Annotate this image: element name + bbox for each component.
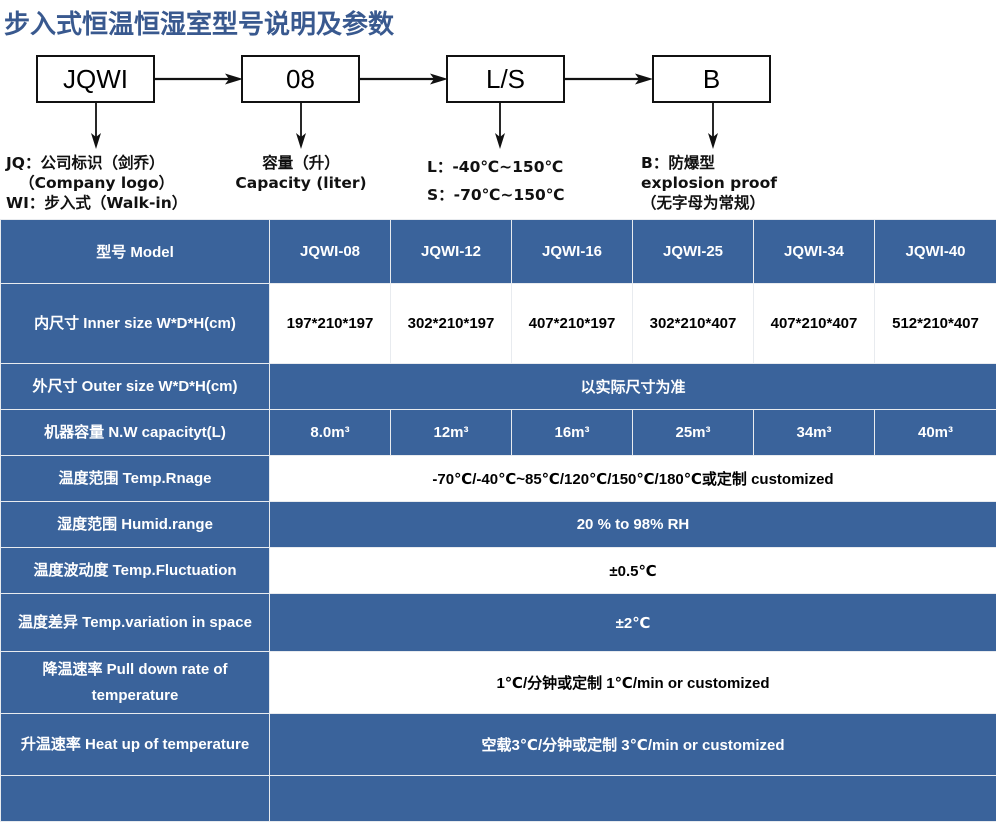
flow-box-4-label: B — [703, 64, 720, 95]
row-label-partial — [1, 776, 270, 822]
header-model-4: JQWI-34 — [754, 220, 875, 284]
flow-box-3-label: L/S — [486, 64, 525, 95]
page-title: 步入式恒温恒湿室型号说明及参数 — [4, 4, 394, 41]
arrow-down-icon-2 — [295, 103, 307, 149]
cell-capacity-3: 25m³ — [633, 410, 754, 456]
header-model-5: JQWI-40 — [875, 220, 996, 284]
row-label-heat-up-rate: 升温速率 Heat up of temperature — [1, 714, 270, 776]
cell-inner-size-2: 407*210*197 — [512, 284, 633, 364]
cell-pull-down-rate-value: 1℃/分钟或定制 1℃/min or customized — [270, 652, 996, 714]
table-row: 降温速率 Pull down rate of temperature 1℃/分钟… — [1, 652, 996, 714]
row-label-outer-size: 外尺寸 Outer size W*D*H(cm) — [1, 364, 270, 410]
table-row: 温度范围 Temp.Rnage -70℃/-40℃~85℃/120℃/150℃/… — [1, 456, 996, 502]
row-label-capacity: 机器容量 N.W capacityt(L) — [1, 410, 270, 456]
arrow-down-icon-1 — [90, 103, 102, 149]
flow-box-3: L/S — [446, 55, 565, 103]
legend-b-line-2: explosion proof — [641, 173, 777, 193]
row-label-temp-variation: 温度差异 Temp.variation in space — [1, 594, 270, 652]
header-model-2: JQWI-16 — [512, 220, 633, 284]
flow-box-2: 08 — [241, 55, 360, 103]
cell-capacity-2: 16m³ — [512, 410, 633, 456]
cell-temp-variation-value: ±2℃ — [270, 594, 996, 652]
table-row: 温度波动度 Temp.Fluctuation ±0.5℃ — [1, 548, 996, 594]
legend-jqwi-line-3: WI：步入式（Walk-in） — [6, 193, 187, 213]
row-label-temp-fluctuation: 温度波动度 Temp.Fluctuation — [1, 548, 270, 594]
table-row: 外尺寸 Outer size W*D*H(cm) 以实际尺寸为准 — [1, 364, 996, 410]
cell-outer-size-value: 以实际尺寸为准 — [270, 364, 996, 410]
arrow-right-icon-1 — [155, 73, 243, 85]
legend-jqwi: JQ：公司标识（剑乔） （Company logo） WI：步入式（Walk-i… — [6, 153, 187, 213]
table-row: 湿度范围 Humid.range 20 % to 98% RH — [1, 502, 996, 548]
row-label-pull-down-rate: 降温速率 Pull down rate of temperature — [1, 652, 270, 714]
cell-humid-range-value: 20 % to 98% RH — [270, 502, 996, 548]
legend-b-line-1: B：防爆型 — [641, 153, 777, 173]
cell-heat-up-rate-value: 空载3℃/分钟或定制 3℃/min or customized — [270, 714, 996, 776]
legend-b: B：防爆型 explosion proof （无字母为常规） — [641, 153, 777, 213]
flow-box-1: JQWI — [36, 55, 155, 103]
flow-box-4: B — [652, 55, 771, 103]
cell-inner-size-3: 302*210*407 — [633, 284, 754, 364]
cell-inner-size-4: 407*210*407 — [754, 284, 875, 364]
legend-ls: L：-40℃~150℃ S：-70℃~150℃ — [427, 153, 565, 209]
legend-capacity-line-2: Capacity (liter) — [226, 173, 376, 193]
header-model-label: 型号 Model — [1, 220, 270, 284]
header-model-1: JQWI-12 — [391, 220, 512, 284]
arrow-down-icon-4 — [707, 103, 719, 149]
header-model-0: JQWI-08 — [270, 220, 391, 284]
cell-temp-fluctuation-value: ±0.5℃ — [270, 548, 996, 594]
cell-temp-range-value: -70℃/-40℃~85℃/120℃/150℃/180℃或定制 customiz… — [270, 456, 996, 502]
table-row-partial — [1, 776, 996, 822]
cell-capacity-4: 34m³ — [754, 410, 875, 456]
table-row: 升温速率 Heat up of temperature 空载3℃/分钟或定制 3… — [1, 714, 996, 776]
arrow-right-icon-3 — [565, 73, 653, 85]
table-row: 机器容量 N.W capacityt(L) 8.0m³ 12m³ 16m³ 25… — [1, 410, 996, 456]
cell-capacity-1: 12m³ — [391, 410, 512, 456]
legend-jqwi-line-1: JQ：公司标识（剑乔） — [6, 153, 187, 173]
legend-ls-line-2: S：-70℃~150℃ — [427, 181, 565, 209]
cell-inner-size-5: 512*210*407 — [875, 284, 996, 364]
table-row: 温度差异 Temp.variation in space ±2℃ — [1, 594, 996, 652]
cell-inner-size-1: 302*210*197 — [391, 284, 512, 364]
arrow-down-icon-3 — [494, 103, 506, 149]
legend-capacity: 容量（升） Capacity (liter) — [226, 153, 376, 193]
spec-table: 型号 Model JQWI-08 JQWI-12 JQWI-16 JQWI-25… — [0, 219, 996, 822]
header-model-3: JQWI-25 — [633, 220, 754, 284]
legend-jqwi-line-2: （Company logo） — [6, 173, 187, 193]
model-code-diagram: JQWI 08 L/S B JQ：公司标识（剑乔） （Compa — [0, 48, 996, 216]
flow-box-1-label: JQWI — [63, 64, 128, 95]
arrow-right-icon-2 — [360, 73, 448, 85]
row-label-inner-size: 内尺寸 Inner size W*D*H(cm) — [1, 284, 270, 364]
legend-ls-line-1: L：-40℃~150℃ — [427, 153, 565, 181]
flow-box-2-label: 08 — [286, 64, 315, 95]
cell-partial-value — [270, 776, 996, 822]
cell-capacity-0: 8.0m³ — [270, 410, 391, 456]
legend-b-line-3: （无字母为常规） — [641, 193, 777, 213]
table-row: 内尺寸 Inner size W*D*H(cm) 197*210*197 302… — [1, 284, 996, 364]
row-label-humid-range: 湿度范围 Humid.range — [1, 502, 270, 548]
table-header-row: 型号 Model JQWI-08 JQWI-12 JQWI-16 JQWI-25… — [1, 220, 996, 284]
row-label-temp-range: 温度范围 Temp.Rnage — [1, 456, 270, 502]
cell-capacity-5: 40m³ — [875, 410, 996, 456]
legend-capacity-line-1: 容量（升） — [226, 153, 376, 173]
cell-inner-size-0: 197*210*197 — [270, 284, 391, 364]
